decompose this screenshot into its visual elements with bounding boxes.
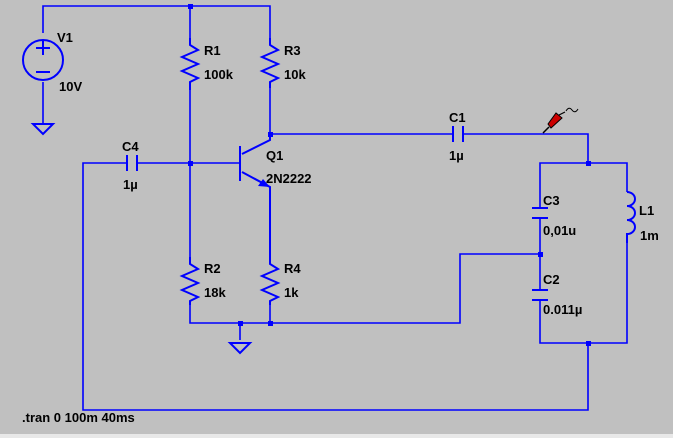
v1-value-label: 10V: [59, 79, 82, 94]
wire-tank-bottom[interactable]: [539, 243, 628, 344]
capacitor-c3[interactable]: C3 0,01u: [532, 193, 576, 238]
inductor-l1[interactable]: L1 1m: [626, 191, 659, 243]
resistor-symbol[interactable]: [259, 38, 281, 88]
capacitor-c1[interactable]: C1 1µ: [449, 110, 466, 163]
voltage-source-symbol[interactable]: [22, 39, 64, 81]
r1-ref-label: R1: [204, 43, 221, 58]
r3-ref-label: R3: [284, 43, 301, 58]
emitter-arrow-icon: [258, 179, 270, 187]
voltage-source-v1[interactable]: V1 10V: [22, 30, 82, 94]
transistor-collector[interactable]: [241, 134, 271, 155]
l1-value-label: 1m: [640, 228, 659, 243]
l1-ref-label: L1: [639, 203, 654, 218]
wire-tank-top[interactable]: [539, 162, 628, 208]
junction-node: [538, 252, 543, 257]
r2-value-label: 18k: [204, 285, 226, 300]
junction-node: [586, 161, 591, 166]
r4-value-label: 1k: [284, 285, 299, 300]
wire-c1-tank[interactable]: [463, 133, 589, 163]
resistor-r2[interactable]: R2 18k: [179, 257, 226, 305]
c2-value-label: 0.011µ: [543, 302, 582, 317]
c4-ref-label: C4: [122, 139, 139, 154]
inductor-symbol[interactable]: [626, 191, 636, 243]
r1-value-label: 100k: [204, 67, 234, 82]
c4-value-label: 1µ: [123, 177, 138, 192]
c3-value-label: 0,01u: [543, 223, 576, 238]
junction-node: [238, 321, 243, 326]
resistor-r4[interactable]: R4 1k: [259, 257, 301, 305]
junction-node: [188, 4, 193, 9]
c1-value-label: 1µ: [449, 148, 464, 163]
resistor-symbol[interactable]: [179, 38, 201, 90]
spice-directive[interactable]: .tran 0 100m 40ms: [22, 410, 135, 425]
resistor-r3[interactable]: R3 10k: [259, 38, 306, 88]
resistor-symbol[interactable]: [179, 257, 201, 305]
r2-ref-label: R2: [204, 261, 221, 276]
junction-node: [188, 161, 193, 166]
window-bottom-edge: [0, 434, 673, 438]
junction-node: [586, 341, 591, 346]
voltage-probe-icon[interactable]: [542, 107, 579, 134]
capacitor-c4[interactable]: C4 1µ: [122, 139, 139, 192]
c3-ref-label: C3: [543, 193, 560, 208]
resistor-symbol[interactable]: [259, 257, 281, 305]
wire-top-rail[interactable]: [42, 5, 271, 38]
ground-icon: [227, 342, 253, 355]
c2-ref-label: C2: [543, 272, 560, 287]
c1-ref-label: C1: [449, 110, 466, 125]
q1-value-label: 2N2222: [266, 171, 312, 186]
wire-feedback[interactable]: [82, 162, 589, 411]
transistor-q1[interactable]: Q1 2N2222: [239, 134, 312, 257]
v1-ref-label: V1: [57, 30, 73, 45]
resistor-r1[interactable]: R1 100k: [179, 38, 234, 90]
q1-ref-label: Q1: [266, 148, 283, 163]
capacitor-c2[interactable]: C2 0.011µ: [532, 272, 582, 317]
r4-ref-label: R4: [284, 261, 301, 276]
r3-value-label: 10k: [284, 67, 306, 82]
junction-node: [268, 321, 273, 326]
wire-r2-bottom[interactable]: [189, 253, 540, 324]
ground-icon: [30, 123, 56, 136]
